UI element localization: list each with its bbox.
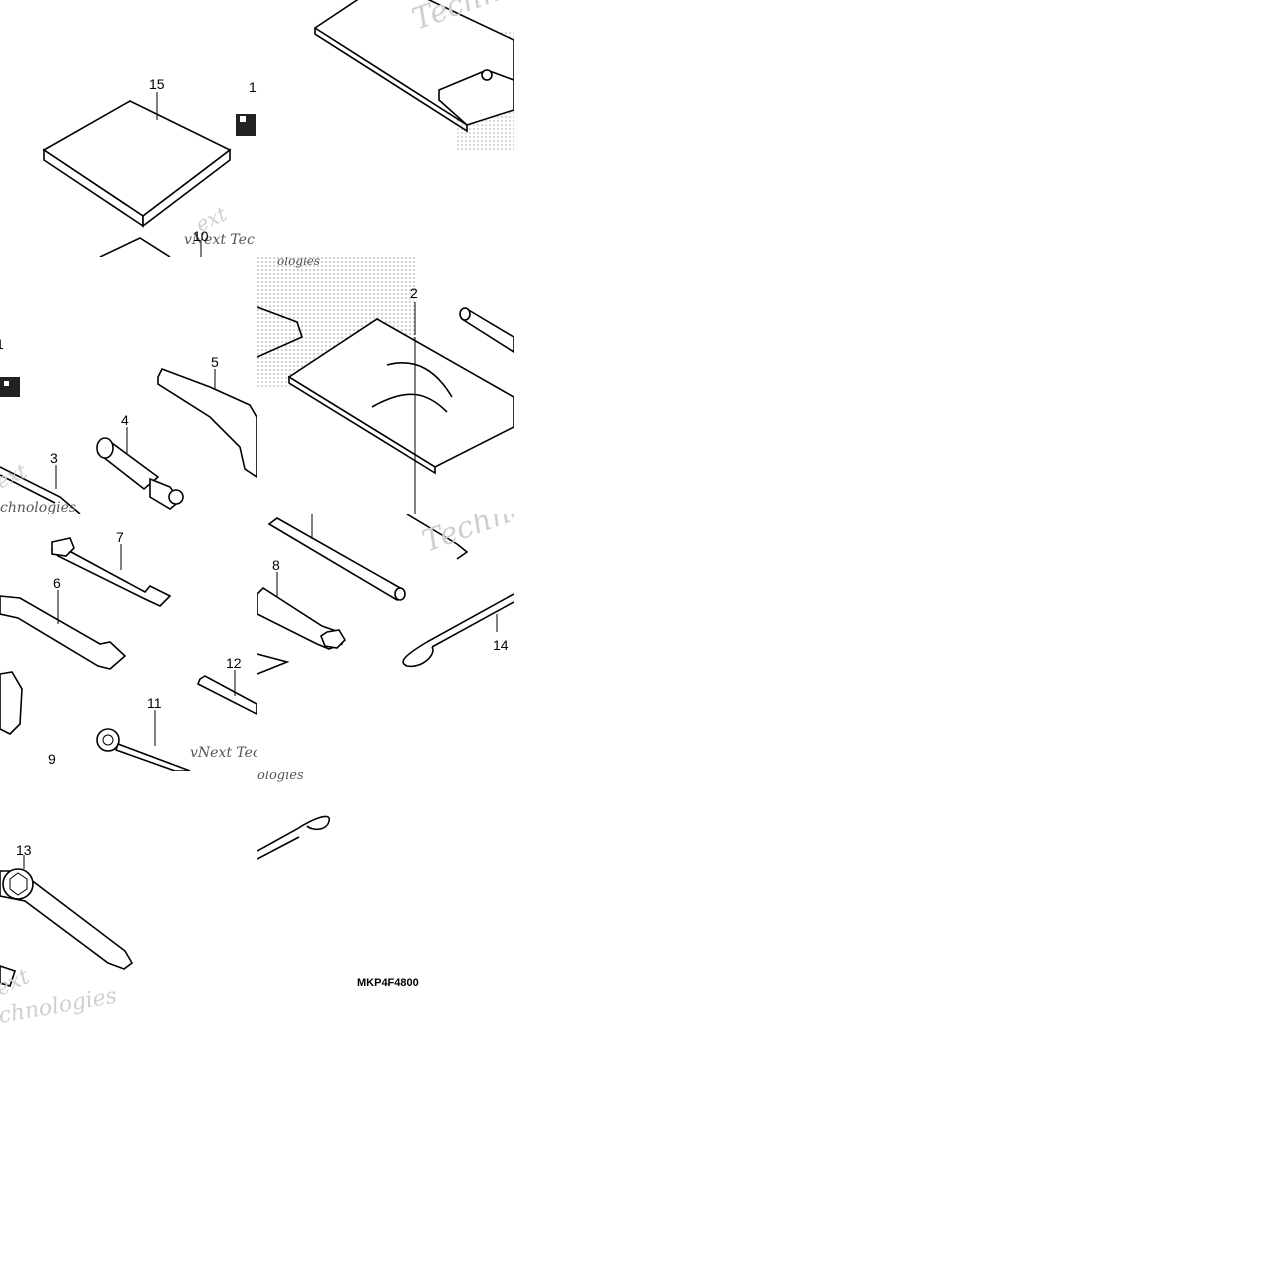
screwdriver-bit xyxy=(0,466,81,514)
spark-plug-socket xyxy=(257,586,347,650)
tile-screwdriver: 5 4 3 1 ext chnologies xyxy=(0,257,257,514)
watermark-vnext-lower: vNext Tec xyxy=(190,745,257,761)
callout-5: 5 xyxy=(211,354,219,370)
box-wrench-edge xyxy=(0,965,17,987)
tool-bag-clip xyxy=(236,114,256,136)
rope-loop xyxy=(402,593,514,668)
callout-2: 2 xyxy=(410,285,418,301)
callout-11: 11 xyxy=(147,695,162,711)
wrench-bent xyxy=(0,671,23,735)
callout-3: 3 xyxy=(50,450,58,466)
tile-owner-manual: 15 1 vNext Tec 10 ext xyxy=(0,0,257,257)
ring-wrench-11 xyxy=(96,728,191,771)
wrench-small xyxy=(50,537,172,607)
callout-13: 13 xyxy=(16,842,32,858)
tile-rope-end: ologies xyxy=(257,771,514,891)
wrench-large xyxy=(0,595,127,670)
tool-bag xyxy=(313,0,514,133)
watermark-ologies-top: ologies xyxy=(277,257,320,268)
callout-6: 6 xyxy=(53,575,61,591)
hex-key-12 xyxy=(196,675,257,715)
rope-end xyxy=(257,815,330,860)
callout-9: 9 xyxy=(48,751,56,767)
watermark-ologies-bottom: ologies xyxy=(257,771,304,783)
tile-tool-bag: Techno xyxy=(257,0,514,150)
callout-1-left: 1 xyxy=(0,336,4,352)
tool-pouch xyxy=(287,318,514,475)
watermark-chnologies: chnologies xyxy=(0,500,76,514)
callout-1-top: 1 xyxy=(249,79,257,95)
tile-tool-pouch: 2 ologies xyxy=(257,257,514,514)
tile-box-wrench: 13 ext chnologies xyxy=(0,771,257,1028)
callout-7: 7 xyxy=(116,529,124,545)
owner-manual-book xyxy=(42,100,232,228)
part-code: MKP4F4800 xyxy=(357,977,419,989)
callout-15: 15 xyxy=(149,76,165,92)
screwdriver-handle xyxy=(96,437,184,510)
callout-10: 10 xyxy=(193,228,209,244)
tool-bag-clip-lower xyxy=(0,377,20,397)
watermark-vnext: vNext Tec xyxy=(184,232,255,248)
callout-8: 8 xyxy=(272,557,280,573)
tile-socket-rope: Techno 8 14 xyxy=(257,514,514,771)
box-wrench-13 xyxy=(0,868,134,970)
callout-12: 12 xyxy=(226,655,242,671)
spanner-flat xyxy=(157,367,257,478)
handle-bar xyxy=(267,517,406,602)
callout-14: 14 xyxy=(493,637,509,653)
callout-4: 4 xyxy=(121,412,129,428)
extension-bar xyxy=(459,307,514,353)
tile-wrenches: 7 6 11 12 9 vNext Tec xyxy=(0,514,257,771)
